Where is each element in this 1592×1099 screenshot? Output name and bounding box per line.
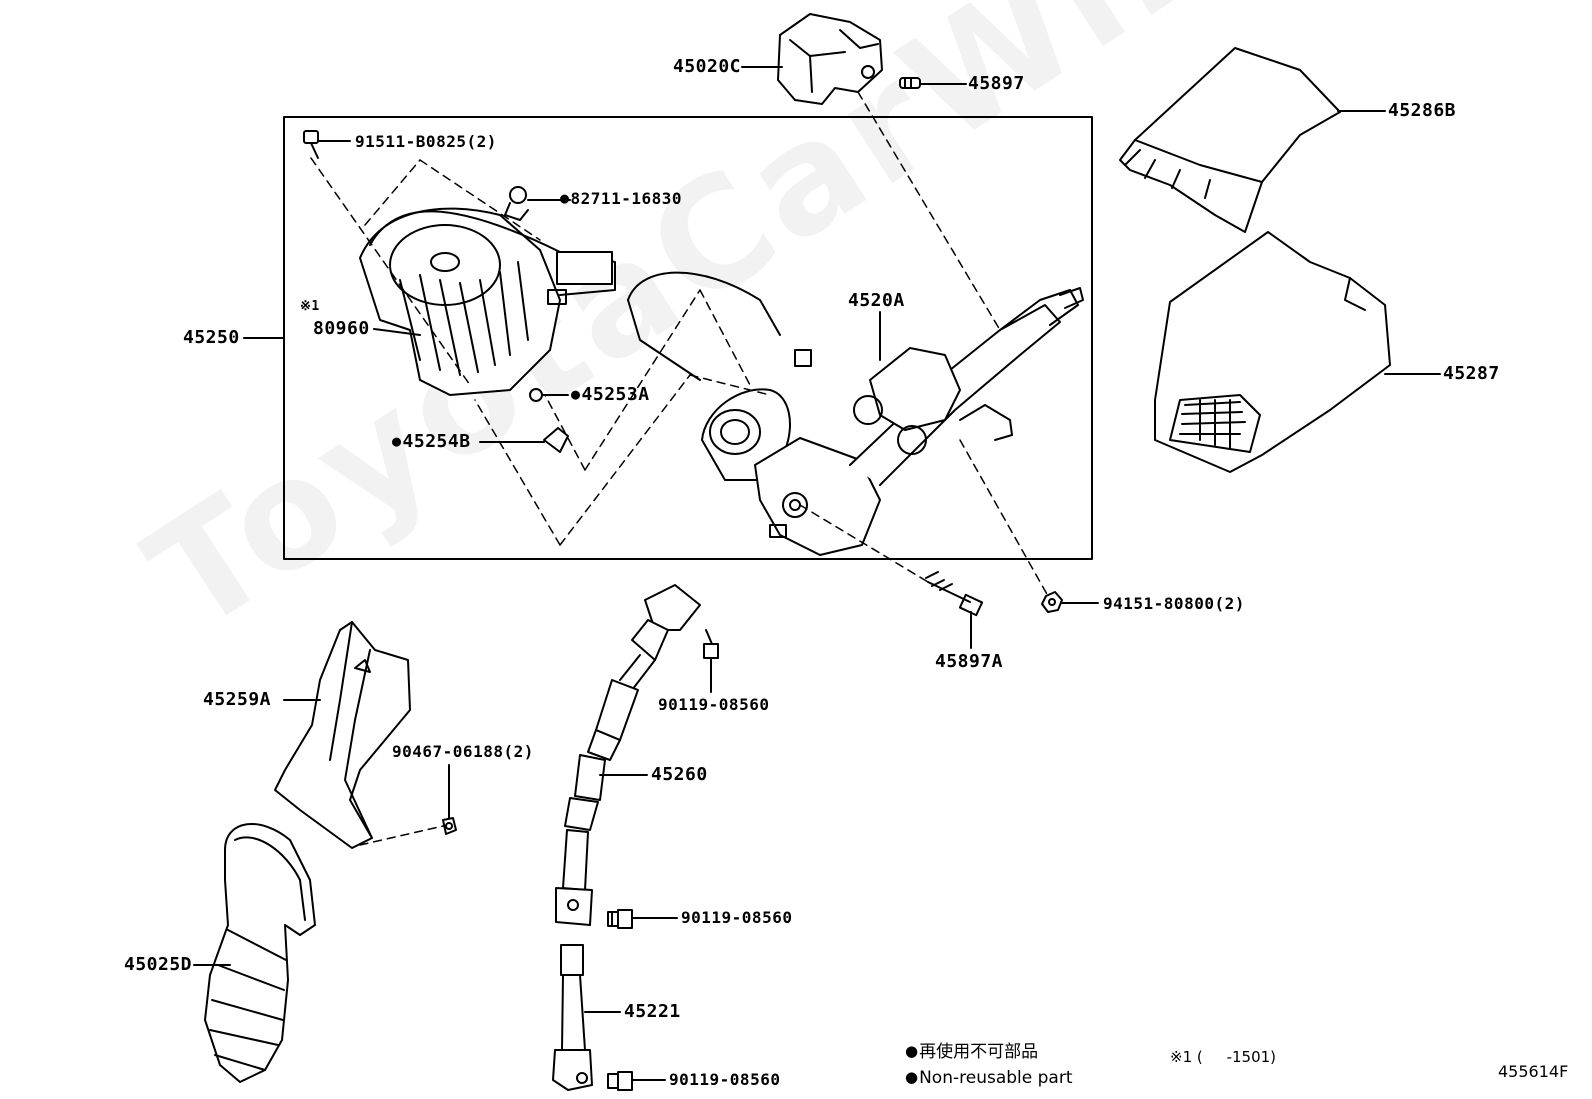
label-90119-c: 90119-08560 — [669, 1070, 781, 1089]
boot-part — [204, 823, 316, 1083]
label-45221: 45221 — [624, 1001, 681, 1022]
bolt-90119-lower — [607, 1071, 633, 1091]
diagram-code: 455614F — [1498, 1062, 1569, 1081]
legend-note: ※1 ( -1501) — [1170, 1048, 1277, 1066]
label-94151: 94151-80800(2) — [1103, 594, 1245, 613]
label-45287: 45287 — [1443, 363, 1500, 384]
label-45260: 45260 — [651, 764, 708, 785]
nut-45253A — [529, 388, 543, 402]
bolt-45897A — [925, 571, 984, 617]
bolt-90119-middle — [607, 909, 633, 929]
dashed-lines — [310, 91, 1049, 846]
label-45250: 45250 — [183, 327, 240, 348]
label-80960: 80960 — [313, 318, 370, 339]
legend-line-ja: 再使用不可部品 — [905, 1044, 1038, 1061]
label-45254B: 45254B — [392, 433, 471, 451]
label-45259A: 45259A — [203, 689, 272, 710]
label-45025D: 45025D — [124, 954, 193, 975]
label-note1: ※1 — [300, 299, 320, 314]
bracket-part — [274, 621, 411, 849]
ignition-switch-part — [777, 13, 883, 105]
steering-column-part — [627, 271, 1084, 556]
bolt-91511 — [303, 130, 319, 159]
nut-94151 — [1041, 591, 1063, 613]
label-90467: 90467-06188(2) — [392, 742, 534, 761]
label-45020C: 45020C — [673, 56, 742, 77]
intermediate-shaft-part — [555, 584, 701, 926]
lower-shaft-part — [552, 944, 593, 1091]
assembly-frame — [283, 116, 1093, 560]
label-90119-a: 90119-08560 — [658, 695, 770, 714]
screw-45897 — [899, 77, 921, 89]
label-45897: 45897 — [968, 73, 1025, 94]
label-45286B: 45286B — [1388, 100, 1457, 121]
bolt-90119-upper — [703, 629, 719, 659]
motor-unit-part — [359, 207, 616, 396]
label-45897A: 45897A — [935, 651, 1004, 672]
label-91511: 91511-B0825(2) — [355, 132, 497, 151]
upper-cover-part — [1119, 47, 1341, 233]
label-45253A: 45253A — [571, 386, 650, 404]
label-82711: 82711-16830 — [560, 191, 682, 207]
clip-45254B — [543, 427, 569, 453]
label-90119-b: 90119-08560 — [681, 908, 793, 927]
leader-lines — [193, 66, 1441, 1081]
legend-line-en: Non-reusable part — [905, 1070, 1072, 1087]
label-4520A: 4520A — [848, 290, 905, 311]
clamp-82711 — [504, 186, 529, 221]
lower-cover-part — [1154, 231, 1391, 473]
clip-90467 — [442, 817, 457, 835]
